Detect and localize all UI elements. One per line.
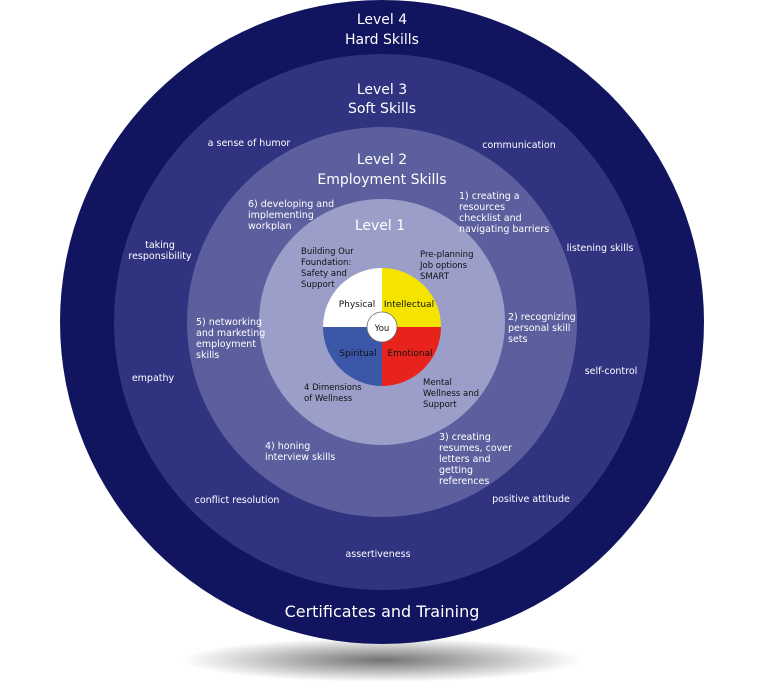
step3-line2: resumes, cover: [439, 443, 512, 454]
note-foundation-line2: Foundation:: [301, 258, 351, 268]
quadrant-physical-label: Physical: [339, 300, 376, 310]
step1-line4: navigating barriers: [459, 224, 549, 235]
quadrant-emotional-label: Emotional: [387, 349, 432, 359]
skill-listening: listening skills: [567, 243, 634, 254]
note-mental-line1: Mental: [423, 378, 452, 388]
note-preplanning-line1: Pre-planning: [420, 250, 473, 260]
step4-line1: 4) honing: [265, 441, 310, 452]
skill-communication: communication: [482, 140, 555, 151]
step3-line3: letters and: [439, 454, 491, 465]
step6-text: 6) developing and implementing workplan: [248, 199, 337, 232]
note-foundation-line3: Safety and: [301, 269, 347, 279]
note-dimensions-line1: 4 Dimensions: [304, 383, 362, 393]
level2-title-line2: Employment Skills: [317, 172, 446, 188]
skill-conflict-resolution: conflict resolution: [195, 495, 280, 506]
quadrant-emotional: [382, 327, 441, 386]
note-mental: Mental Wellness and Support: [423, 378, 482, 410]
skill-responsibility-line2: responsibility: [128, 251, 192, 262]
step6-line1: 6) developing and: [248, 199, 334, 210]
disc-shadow: [182, 638, 582, 682]
quadrant-intellectual-label: Intellectual: [384, 300, 434, 310]
step1-line1: 1) creating a: [459, 191, 520, 202]
step1-text: 1) creating a resources checklist and na…: [459, 191, 549, 235]
skill-self-control: self-control: [585, 366, 638, 377]
step5-text: 5) networking and marketing employment s…: [196, 317, 268, 361]
level1-title: Level 1: [355, 218, 405, 234]
step1-line2: resources: [459, 202, 505, 213]
skill-assertiveness: assertiveness: [345, 549, 410, 560]
level4-bottom-label: Certificates and Training: [285, 602, 480, 621]
step5-line4: skills: [196, 350, 219, 361]
skill-responsibility-line1: taking: [145, 240, 175, 251]
note-dimensions-line2: of Wellness: [304, 394, 353, 404]
note-mental-line2: Wellness and: [423, 389, 479, 399]
step6-line3: workplan: [248, 221, 292, 232]
step6-line2: implementing: [248, 210, 314, 221]
step4-text: 4) honing interview skills: [265, 441, 335, 463]
wheel-center-label: You: [374, 324, 390, 334]
step3-line5: references: [439, 476, 489, 487]
step2-line2: personal skill: [508, 323, 570, 334]
step2-text: 2) recognizing personal skill sets: [508, 312, 579, 345]
quadrant-physical: [323, 268, 382, 327]
note-foundation-line4: Support: [301, 280, 335, 290]
skill-positive-attitude: positive attitude: [492, 494, 570, 505]
quadrant-spiritual: [323, 327, 382, 386]
level4-title-line1: Level 4: [357, 12, 407, 28]
note-preplanning-line2: Job options: [419, 261, 468, 271]
level3-title-line2: Soft Skills: [348, 101, 416, 117]
level4-title-line2: Hard Skills: [345, 32, 419, 48]
quadrant-intellectual: [382, 268, 441, 327]
note-preplanning-line3: SMART: [420, 272, 450, 282]
step2-line1: 2) recognizing: [508, 312, 576, 323]
step2-line3: sets: [508, 334, 528, 345]
step3-text: 3) creating resumes, cover letters and g…: [439, 432, 515, 487]
step1-line3: checklist and: [459, 213, 522, 224]
note-mental-line3: Support: [423, 400, 457, 410]
note-dimensions: 4 Dimensions of Wellness: [304, 383, 364, 404]
step4-line2: interview skills: [265, 452, 335, 463]
step5-line2: and marketing: [196, 328, 265, 339]
step3-line4: getting: [439, 465, 473, 476]
note-foundation-line1: Building Our: [301, 247, 354, 257]
skill-humor: a sense of humor: [208, 138, 291, 149]
step3-line1: 3) creating: [439, 432, 491, 443]
quadrant-spiritual-label: Spiritual: [339, 349, 376, 359]
step5-line1: 5) networking: [196, 317, 262, 328]
skill-empathy: empathy: [132, 373, 175, 384]
level3-title-line1: Level 3: [357, 82, 407, 98]
note-preplanning: Pre-planning Job options SMART: [419, 250, 476, 282]
step5-line3: employment: [196, 339, 256, 350]
wheel-center: [366, 311, 398, 343]
note-foundation: Building Our Foundation: Safety and Supp…: [301, 247, 356, 290]
level2-title-line1: Level 2: [357, 152, 407, 168]
